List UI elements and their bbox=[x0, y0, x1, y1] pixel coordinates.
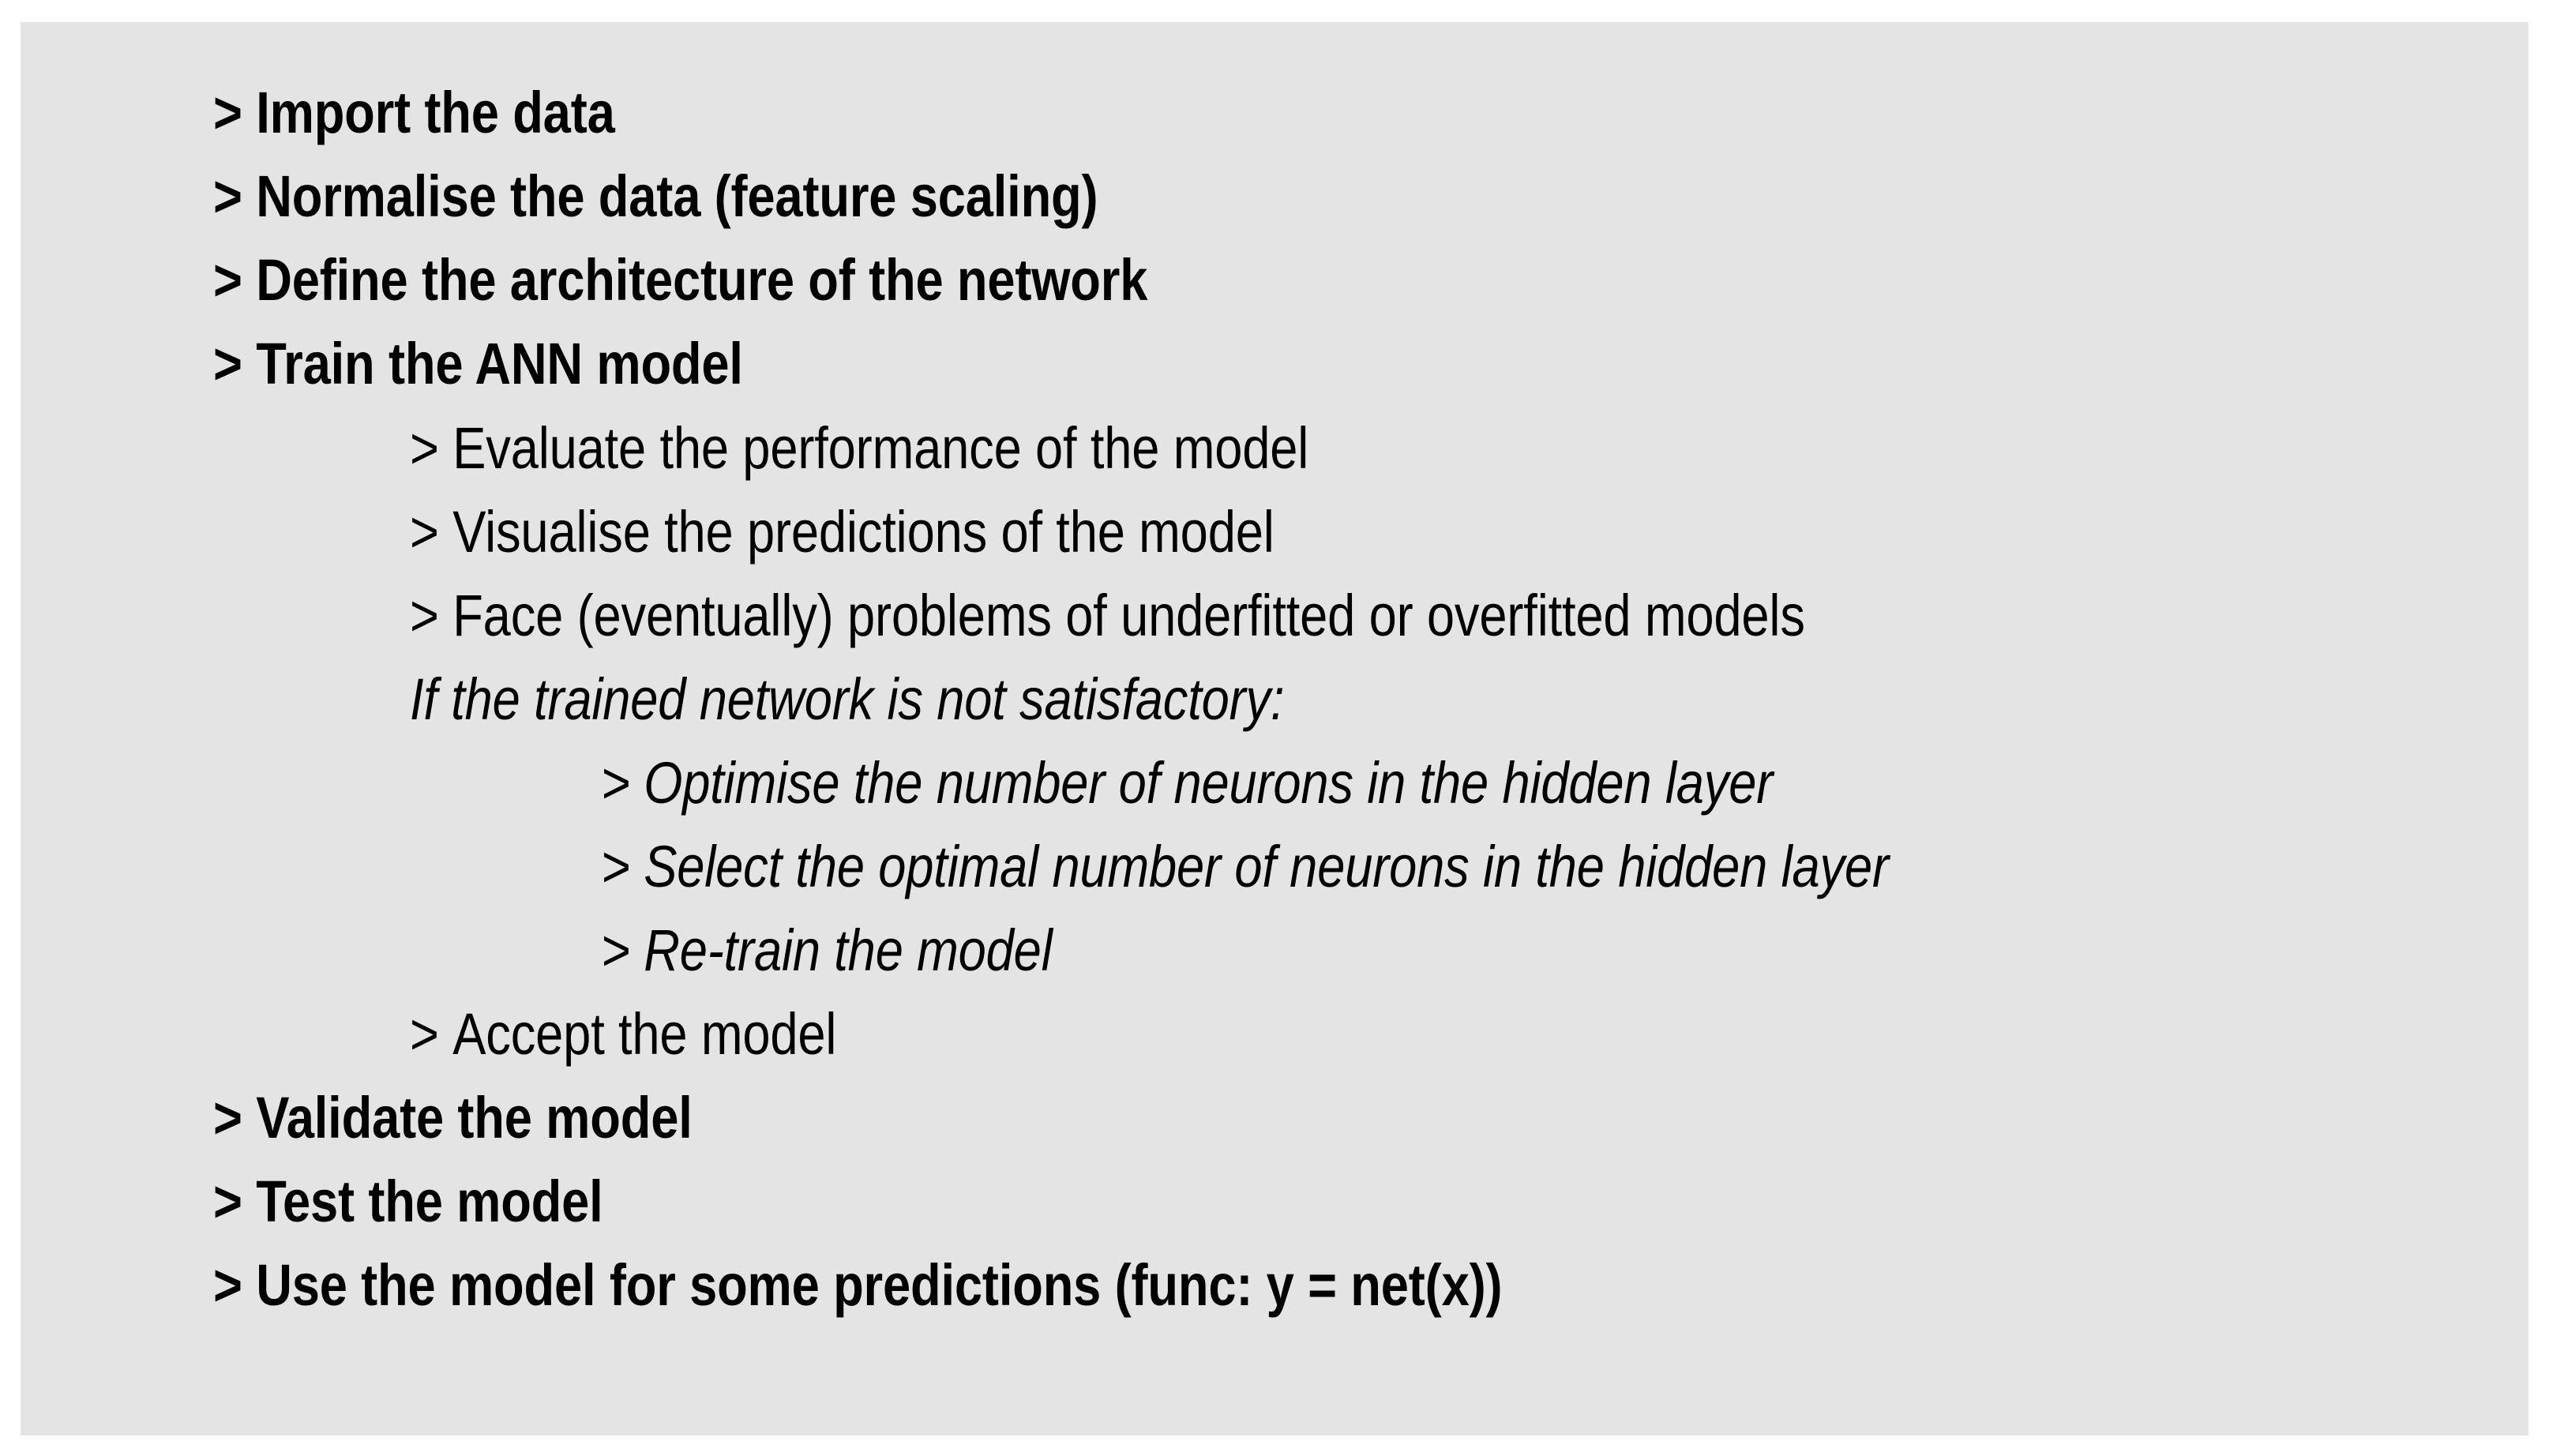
outline-item: > Accept the model bbox=[410, 1005, 837, 1064]
outline-item: > Normalise the data (feature scaling) bbox=[213, 167, 1098, 226]
bullet-chevron-icon: > bbox=[213, 80, 242, 145]
bullet-chevron-icon: > bbox=[410, 415, 439, 481]
workflow-outline-list: > Import the data> Normalise the data (f… bbox=[21, 22, 2528, 1435]
bullet-chevron-icon: > bbox=[410, 583, 439, 648]
outline-item: > Optimise the number of neurons in the … bbox=[601, 754, 1773, 812]
outline-item: > Use the model for some predictions (fu… bbox=[213, 1256, 1503, 1315]
bullet-chevron-icon: > bbox=[213, 331, 242, 396]
outline-item-label: Visualise the predictions of the model bbox=[452, 499, 1274, 565]
bullet-chevron-icon: > bbox=[213, 1169, 242, 1234]
outline-item: > Evaluate the performance of the model bbox=[410, 419, 1308, 478]
outline-item: > Define the architecture of the network bbox=[213, 251, 1147, 310]
outline-item: > Validate the model bbox=[213, 1089, 693, 1147]
outline-item: > Visualise the predictions of the model bbox=[410, 503, 1274, 561]
outline-item: > Test the model bbox=[213, 1173, 603, 1231]
outline-item-label: Optimise the number of neurons in the hi… bbox=[644, 750, 1774, 816]
outline-item-label: Train the ANN model bbox=[256, 331, 743, 396]
outline-item-label: Normalise the data (feature scaling) bbox=[256, 163, 1098, 229]
outline-item-label: Validate the model bbox=[256, 1085, 693, 1150]
outline-item: > Face (eventually) problems of underfit… bbox=[410, 587, 1805, 645]
outline-item: > Re-train the model bbox=[601, 921, 1053, 980]
outline-item: > Train the ANN model bbox=[213, 335, 743, 393]
outline-item-label: If the trained network is not satisfacto… bbox=[410, 666, 1285, 732]
bullet-chevron-icon: > bbox=[213, 1085, 242, 1150]
outline-item-label: Use the model for some predictions (func… bbox=[256, 1252, 1503, 1318]
outline-item-label: Evaluate the performance of the model bbox=[452, 415, 1309, 481]
outline-item: If the trained network is not satisfacto… bbox=[410, 670, 1285, 729]
bullet-chevron-icon: > bbox=[410, 1001, 439, 1067]
slide-content-panel: > Import the data> Normalise the data (f… bbox=[21, 22, 2528, 1435]
bullet-chevron-icon: > bbox=[410, 499, 439, 565]
bullet-chevron-icon: > bbox=[213, 163, 242, 229]
bullet-chevron-icon: > bbox=[601, 750, 630, 816]
bullet-chevron-icon: > bbox=[213, 1252, 242, 1318]
bullet-chevron-icon: > bbox=[601, 834, 630, 899]
outline-item-label: Re-train the model bbox=[644, 918, 1053, 983]
bullet-chevron-icon: > bbox=[601, 918, 630, 983]
outline-item-label: Import the data bbox=[256, 80, 615, 145]
outline-item-label: Test the model bbox=[256, 1169, 603, 1234]
outline-item: > Import the data bbox=[213, 84, 615, 142]
outline-item-label: Face (eventually) problems of underfitte… bbox=[452, 583, 1805, 648]
bullet-chevron-icon: > bbox=[213, 247, 242, 313]
outline-item-label: Accept the model bbox=[452, 1001, 837, 1067]
outline-item-label: Select the optimal number of neurons in … bbox=[644, 834, 1889, 899]
outline-item-label: Define the architecture of the network bbox=[256, 247, 1148, 313]
outline-item: > Select the optimal number of neurons i… bbox=[601, 838, 1889, 896]
